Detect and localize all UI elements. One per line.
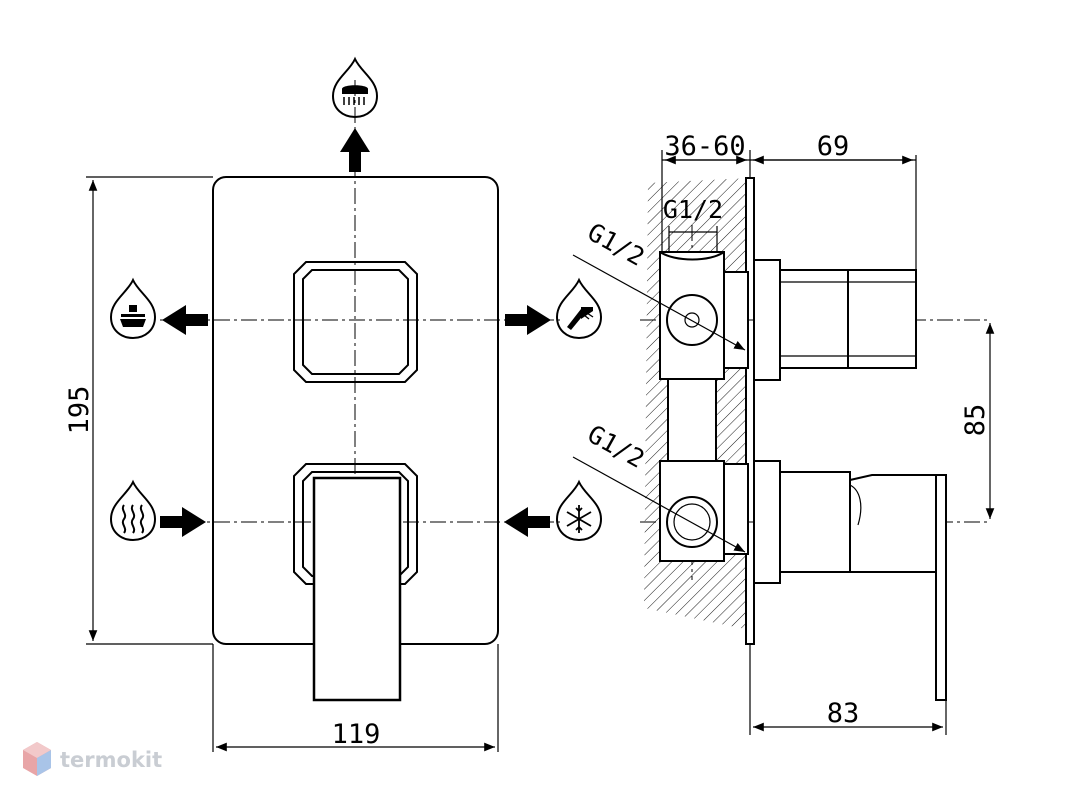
- cold-water-icon: [555, 479, 603, 542]
- lever-handle-profile: [935, 474, 947, 701]
- plate-profile: [745, 177, 755, 645]
- overhead-shower-icon: [331, 56, 379, 119]
- height-dimension: 195: [64, 176, 213, 645]
- diverter-trim: [753, 259, 917, 381]
- thread-top-dimension: G1/2: [663, 195, 723, 252]
- inlet-arrow-hot: [160, 507, 206, 537]
- outlet-arrow-top: [340, 128, 370, 172]
- thread-top-label: G1/2: [663, 195, 723, 224]
- mixer-lever: [312, 476, 402, 702]
- inlet-arrow-cold: [504, 507, 550, 537]
- lever-depth-label: 83: [827, 698, 860, 729]
- depth-dimensions: 36-60 69: [661, 131, 917, 270]
- thread-lower-label: G1/2: [583, 419, 650, 474]
- lever-depth-dimension: 83: [749, 644, 947, 735]
- outlet-arrow-right: [505, 305, 551, 335]
- front-view: 195 119: [64, 56, 603, 752]
- valve-body: [659, 251, 749, 562]
- trim-depth-label: 69: [817, 131, 850, 162]
- hot-water-icon: [109, 479, 157, 542]
- height-label: 195: [64, 386, 95, 435]
- depth-range-label: 36-60: [664, 131, 745, 162]
- center-distance-label: 85: [960, 404, 991, 437]
- hand-shower-icon: [555, 277, 603, 340]
- bath-spout-icon: [109, 277, 157, 340]
- brand-name: termokit: [60, 748, 162, 772]
- mixer-trim: [753, 460, 947, 701]
- width-label: 119: [332, 719, 381, 750]
- thread-upper-label: G1/2: [583, 217, 650, 272]
- width-dimension: 119: [212, 644, 499, 752]
- outlet-arrow-left: [162, 305, 208, 335]
- diverter-knob: [293, 261, 418, 383]
- brand-logo-icon: [23, 742, 51, 776]
- center-distance-dimension: 85: [960, 323, 995, 519]
- watermark: termokit: [23, 742, 162, 776]
- mixer-lever-housing: [293, 463, 418, 702]
- side-view: 36-60 69 G1/2 G1/2 G1/2 85: [572, 131, 995, 735]
